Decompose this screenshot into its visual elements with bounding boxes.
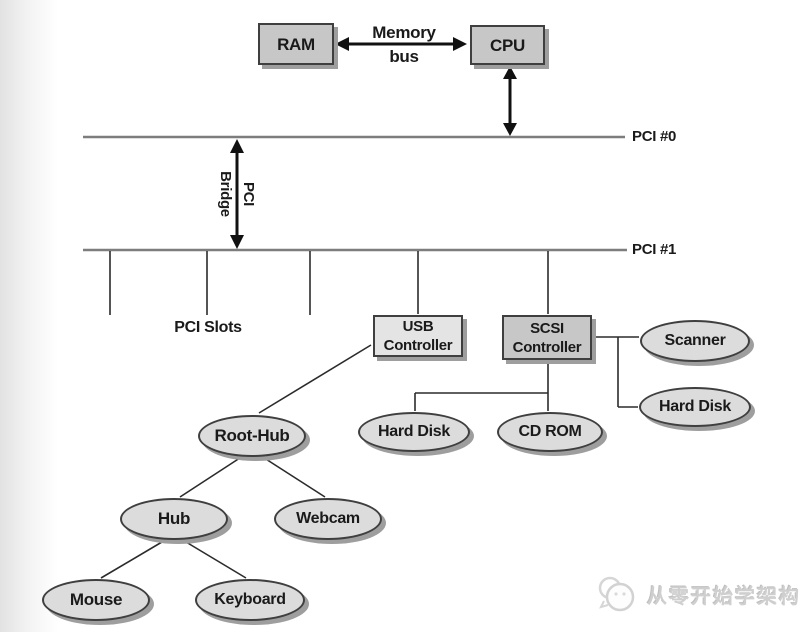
usb-controller-box: USB Controller <box>373 315 463 357</box>
keyboard-node: Keyboard <box>195 579 305 621</box>
scsi-controller-box: SCSI Controller <box>502 315 592 360</box>
page-edge-shading <box>0 0 58 632</box>
hard-disk-right-node: Hard Disk <box>639 387 751 427</box>
hub-mouse-connector <box>100 538 168 579</box>
hard-disk-scsi-node: Hard Disk <box>358 412 470 452</box>
cpu-pci0-arrowhead-top <box>503 66 517 79</box>
pci-bridge-label: PCI Bridge <box>214 162 260 226</box>
cd-rom-node: CD ROM <box>497 412 603 452</box>
hard-disk-right-label: Hard Disk <box>659 398 731 415</box>
hub-node: Hub <box>120 498 228 540</box>
pci-bridge-label-line2: Bridge <box>217 171 234 217</box>
hub-keyboard-connector <box>180 538 247 579</box>
memory-bus-arrowhead-right <box>453 37 467 51</box>
scsi-controller-label-line2: Controller <box>512 338 582 356</box>
roothub-hub-connector <box>179 453 247 498</box>
mouse-label: Mouse <box>69 590 123 609</box>
watermark-text: 从零开始学架构 <box>647 585 801 608</box>
pci-slots-label: PCI Slots <box>174 319 242 336</box>
cpu-pci0-arrowhead-bottom <box>503 123 517 136</box>
cpu-label: CPU <box>490 35 525 55</box>
root-hub-node: Root-Hub <box>198 415 306 457</box>
roothub-webcam-connector <box>257 453 326 498</box>
webcam-node: Webcam <box>274 498 382 540</box>
pci-bridge-arrowhead-bottom <box>230 235 244 249</box>
keyboard-label: Keyboard <box>214 591 286 608</box>
scanner-node: Scanner <box>640 320 750 362</box>
cd-rom-label: CD ROM <box>518 423 582 440</box>
usb-controller-label-line2: Controller <box>383 337 453 354</box>
mouse-node: Mouse <box>42 579 150 621</box>
memory-bus-label-line2: bus <box>389 47 419 66</box>
hard-disk-scsi-label: Hard Disk <box>378 423 450 440</box>
memory-bus-arrowhead-left <box>335 37 349 51</box>
pci0-bus-label: PCI #0 <box>632 128 677 145</box>
scsi-controller-label-line1: SCSI <box>530 319 564 337</box>
ram-label: RAM <box>277 34 315 54</box>
watermark: 从零开始学架构 <box>596 574 801 614</box>
hub-label: Hub <box>157 509 191 528</box>
root-hub-label: Root-Hub <box>214 426 290 445</box>
memory-bus-label-line1: Memory <box>372 23 436 42</box>
pci-bridge-label-line1: PCI <box>240 181 257 207</box>
pci1-bus-label: PCI #1 <box>632 241 677 258</box>
pci-bridge-arrowhead-top <box>230 139 244 153</box>
scanner-label: Scanner <box>664 332 726 349</box>
usb-controller-label-line1: USB <box>402 318 434 335</box>
ram-box: RAM <box>258 23 334 65</box>
webcam-label: Webcam <box>296 510 360 527</box>
usb-roothub-connector <box>258 344 372 414</box>
cpu-box: CPU <box>470 25 545 65</box>
wechat-account-logo-icon <box>598 576 635 612</box>
